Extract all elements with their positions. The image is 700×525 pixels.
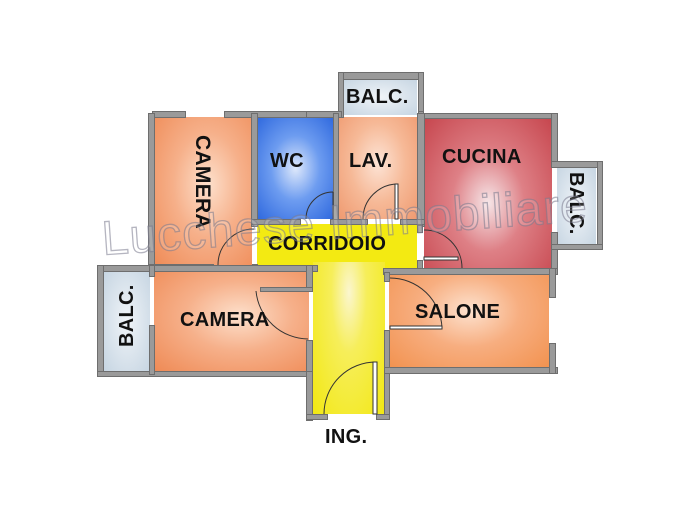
wall [400, 219, 425, 225]
label-camera-bottom: CAMERA [180, 309, 270, 331]
wall [549, 343, 556, 374]
room-salone [389, 272, 549, 368]
label-camera-top: CAMERA [191, 135, 214, 229]
wall [251, 113, 258, 227]
room-lavanderia [339, 117, 417, 219]
wall [306, 371, 313, 421]
label-cucina: CUCINA [442, 146, 522, 168]
label-entrance: ING. [325, 426, 368, 448]
wall [376, 414, 390, 420]
wall [306, 111, 342, 118]
room-balcony-left [104, 271, 150, 371]
wall [330, 219, 368, 225]
wall [549, 268, 556, 298]
label-salone: SALONE [415, 301, 501, 323]
label-balcony-top: BALC. [346, 86, 409, 108]
room-balcony-right [557, 166, 596, 246]
wall [149, 325, 155, 375]
room-camera-top [154, 117, 252, 267]
room-cucina [424, 117, 552, 273]
label-corridoio: CORRIDOIO [268, 233, 387, 255]
wall [384, 272, 390, 282]
wall [149, 265, 155, 277]
room-wc [257, 117, 334, 219]
wall [260, 287, 313, 292]
wall [306, 414, 328, 420]
room-balcony-top [343, 79, 417, 115]
wall [417, 225, 423, 233]
wall [384, 367, 558, 374]
wall [383, 268, 558, 275]
label-balcony-right: BALC. [565, 172, 587, 235]
label-wc: WC [270, 150, 304, 172]
label-lav: LAV. [349, 150, 393, 172]
wall [251, 219, 301, 225]
wall [551, 244, 603, 250]
label-balcony-left: BALC. [116, 284, 138, 347]
